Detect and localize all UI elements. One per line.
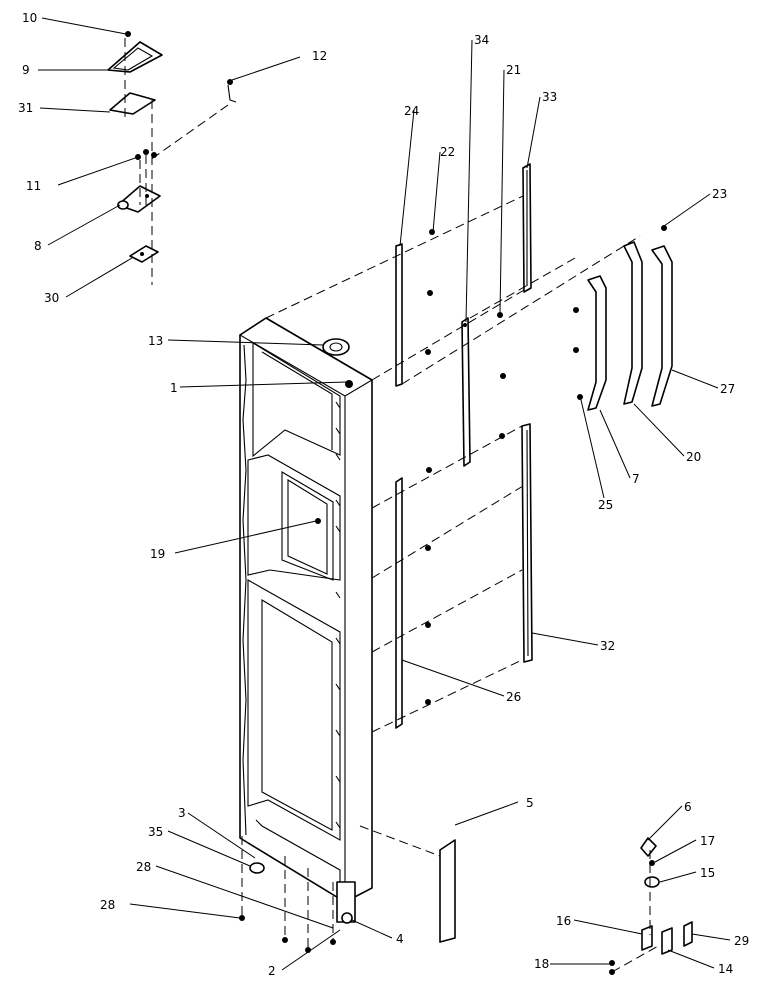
callout-30: 30 xyxy=(44,291,59,305)
strip-26 xyxy=(395,477,403,729)
bushing-6 xyxy=(640,837,657,857)
callout-11: 11 xyxy=(26,179,41,193)
callout-33: 33 xyxy=(542,90,557,104)
hinge-16 xyxy=(641,925,653,951)
callout-1: 1 xyxy=(170,381,178,395)
rear-strips xyxy=(265,163,641,943)
plug-1 xyxy=(345,380,353,388)
handle-cover-27 xyxy=(651,245,673,407)
dispenser-opening xyxy=(247,454,341,581)
callout-16: 16 xyxy=(556,914,571,928)
block-29 xyxy=(683,921,693,947)
handle-base-7 xyxy=(587,275,607,411)
callout-17: 17 xyxy=(700,834,715,848)
dispenser-window xyxy=(281,471,334,581)
top-hinge-assembly xyxy=(107,31,237,285)
callout-8: 8 xyxy=(34,239,42,253)
hinge-gasket-31 xyxy=(109,92,156,115)
callout-14: 14 xyxy=(718,962,733,976)
callout-3: 3 xyxy=(178,806,186,820)
callout-35: 35 xyxy=(148,825,163,839)
callout-labels: 10 9 31 12 11 8 30 13 1 19 24 22 34 21 3… xyxy=(18,11,749,978)
callout-9: 9 xyxy=(22,63,30,77)
callout-22: 22 xyxy=(440,145,455,159)
washer-15 xyxy=(644,876,660,888)
handle-20 xyxy=(623,241,643,405)
leader-lines xyxy=(38,17,731,971)
callout-2: 2 xyxy=(268,964,276,978)
callout-24: 24 xyxy=(404,104,419,118)
hinge-14 xyxy=(661,927,673,955)
callout-4: 4 xyxy=(396,932,404,946)
door-panel xyxy=(238,317,374,924)
hinge-cover-9 xyxy=(107,41,163,73)
door-outer xyxy=(239,317,373,903)
callout-28b: 28 xyxy=(100,898,115,912)
callout-25: 25 xyxy=(598,498,613,512)
callout-26: 26 xyxy=(506,690,521,704)
upper-recess xyxy=(252,342,341,458)
callout-5: 5 xyxy=(526,796,534,810)
trim-strip-5 xyxy=(439,839,456,943)
grommet-35 xyxy=(249,862,265,874)
hinge-bushing-13 xyxy=(322,338,350,356)
callout-15: 15 xyxy=(700,866,715,880)
callout-32: 32 xyxy=(600,639,615,653)
callout-13: 13 xyxy=(148,334,163,348)
callout-28a: 28 xyxy=(136,860,151,874)
callout-21: 21 xyxy=(506,63,521,77)
callout-18: 18 xyxy=(534,957,549,971)
callout-12: 12 xyxy=(312,49,327,63)
callout-7: 7 xyxy=(632,472,640,486)
callout-6: 6 xyxy=(684,800,692,814)
callout-10: 10 xyxy=(22,11,37,25)
lower-recess xyxy=(247,579,341,841)
callout-31: 31 xyxy=(18,101,33,115)
handle-assembly xyxy=(573,225,673,411)
bottom-hinge-parts xyxy=(609,837,693,975)
callout-29: 29 xyxy=(734,934,749,948)
callout-23: 23 xyxy=(712,187,727,201)
callout-19: 19 xyxy=(150,547,165,561)
callout-34: 34 xyxy=(474,33,489,47)
callout-20: 20 xyxy=(686,450,701,464)
callout-27: 27 xyxy=(720,382,735,396)
screw-19 xyxy=(315,518,321,524)
lower-screws xyxy=(239,836,336,953)
bar-34 xyxy=(461,317,471,467)
